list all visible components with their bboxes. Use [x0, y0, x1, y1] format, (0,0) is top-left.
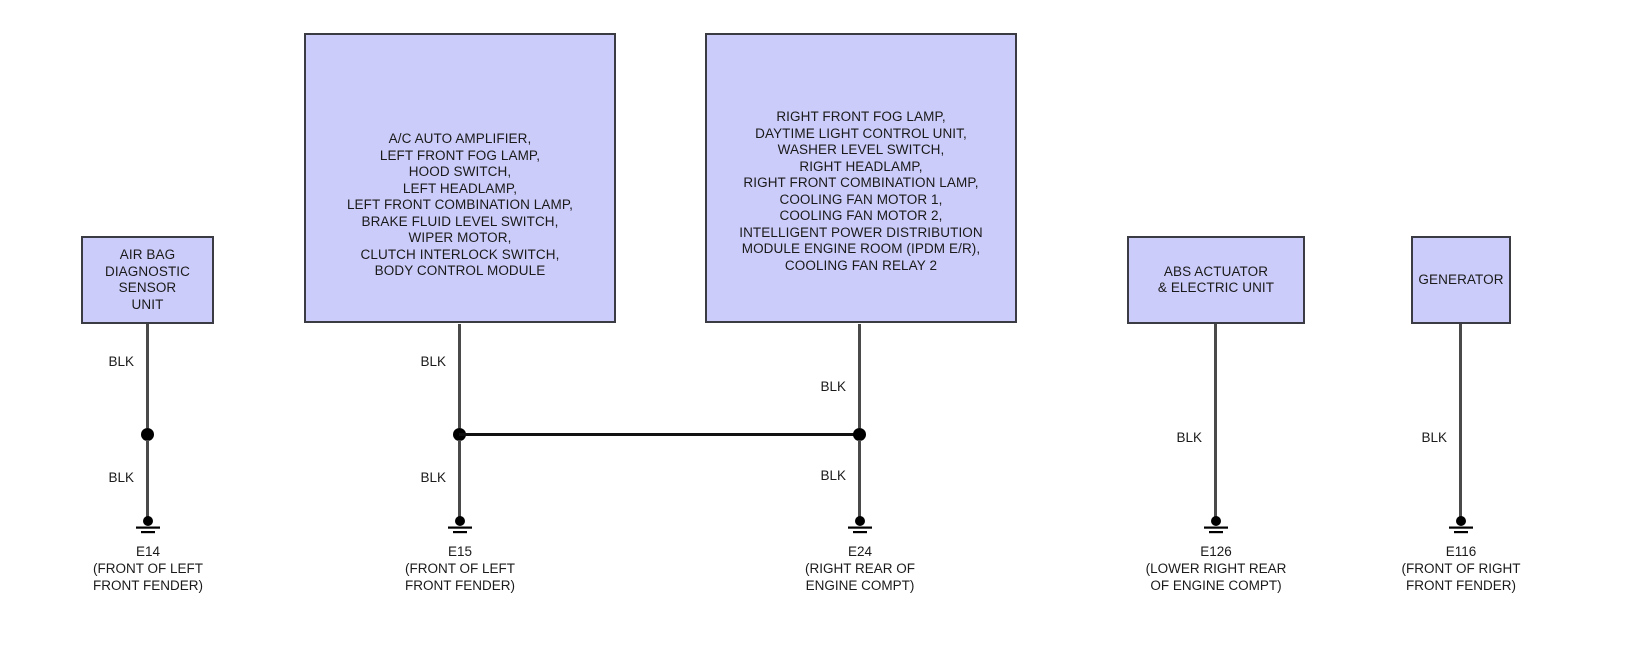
component-label-abs-actuator-electric-unit: ABS ACTUATOR & ELECTRIC UNIT: [1157, 263, 1275, 296]
ground-symbol-e15: [443, 515, 477, 537]
component-label-e15-loads: A/C AUTO AMPLIFIER, LEFT FRONT FOG LAMP,…: [346, 131, 574, 278]
junction-dot-e24: [853, 428, 866, 441]
ground-symbol-glyph-e14: [136, 516, 160, 534]
ground-code-e15: E15: [447, 544, 473, 559]
ground-code-e116: E116: [1445, 544, 1477, 559]
wire-label-e14-upper: BLK: [108, 354, 134, 369]
component-label-air-bag-diagnostic-sensor-unit: AIR BAG DIAGNOSTIC SENSOR UNIT: [104, 247, 190, 312]
wire-segment-e24-lower: [858, 440, 861, 524]
component-box-e15-loads[interactable]: A/C AUTO AMPLIFIER, LEFT FRONT FOG LAMP,…: [304, 33, 616, 323]
component-box-abs-actuator-electric-unit[interactable]: ABS ACTUATOR & ELECTRIC UNIT: [1127, 236, 1305, 324]
wire-label-e126: BLK: [1176, 430, 1202, 445]
ground-location-e126: (LOWER RIGHT REAR OF ENGINE COMPT): [1145, 561, 1287, 593]
wire-segment-e24-upper: [858, 324, 861, 428]
ground-location-e116: (FRONT OF RIGHT FRONT FENDER): [1401, 561, 1521, 593]
wire-segment-e15-lower: [458, 440, 461, 524]
wire-segment-e116: [1459, 324, 1462, 524]
ground-code-e24: E24: [847, 544, 873, 559]
ground-symbol-glyph-e24: [848, 516, 872, 534]
component-box-e24-loads[interactable]: RIGHT FRONT FOG LAMP, DAYTIME LIGHT CONT…: [705, 33, 1017, 323]
component-box-generator[interactable]: GENERATOR: [1411, 236, 1511, 324]
ground-symbol-e126: [1199, 515, 1233, 537]
component-box-air-bag-diagnostic-sensor-unit[interactable]: AIR BAG DIAGNOSTIC SENSOR UNIT: [81, 236, 214, 324]
component-label-generator: GENERATOR: [1418, 271, 1504, 287]
wire-bus-e15-e24: [459, 433, 860, 436]
wire-label-e14-lower: BLK: [108, 470, 134, 485]
wire-segment-e14-lower: [146, 440, 149, 524]
ground-symbol-e24: [843, 515, 877, 537]
wire-segment-e15-upper: [458, 324, 461, 428]
ground-symbol-e14: [131, 515, 165, 537]
wire-label-e116: BLK: [1421, 430, 1447, 445]
junction-dot-e14: [141, 428, 154, 441]
ground-symbol-glyph-e126: [1204, 516, 1228, 534]
ground-symbol-glyph-e15: [448, 516, 472, 534]
wire-segment-e126: [1214, 324, 1217, 524]
ground-symbol-e116: [1444, 515, 1478, 537]
wire-label-e15-lower: BLK: [420, 470, 446, 485]
wire-label-e24-lower: BLK: [820, 468, 846, 483]
component-label-e24-loads: RIGHT FRONT FOG LAMP, DAYTIME LIGHT CONT…: [739, 109, 983, 273]
ground-code-e126: E126: [1200, 544, 1232, 559]
ground-code-e14: E14: [135, 544, 161, 559]
wire-segment-e14-upper: [146, 324, 149, 428]
ground-location-e24: (RIGHT REAR OF ENGINE COMPT): [804, 561, 916, 593]
ground-location-e15: (FRONT OF LEFT FRONT FENDER): [405, 561, 515, 593]
ground-location-e14: (FRONT OF LEFT FRONT FENDER): [93, 561, 203, 593]
wire-label-e24-upper: BLK: [820, 379, 846, 394]
ground-symbol-glyph-e116: [1449, 516, 1473, 534]
wire-label-e15-upper: BLK: [420, 354, 446, 369]
